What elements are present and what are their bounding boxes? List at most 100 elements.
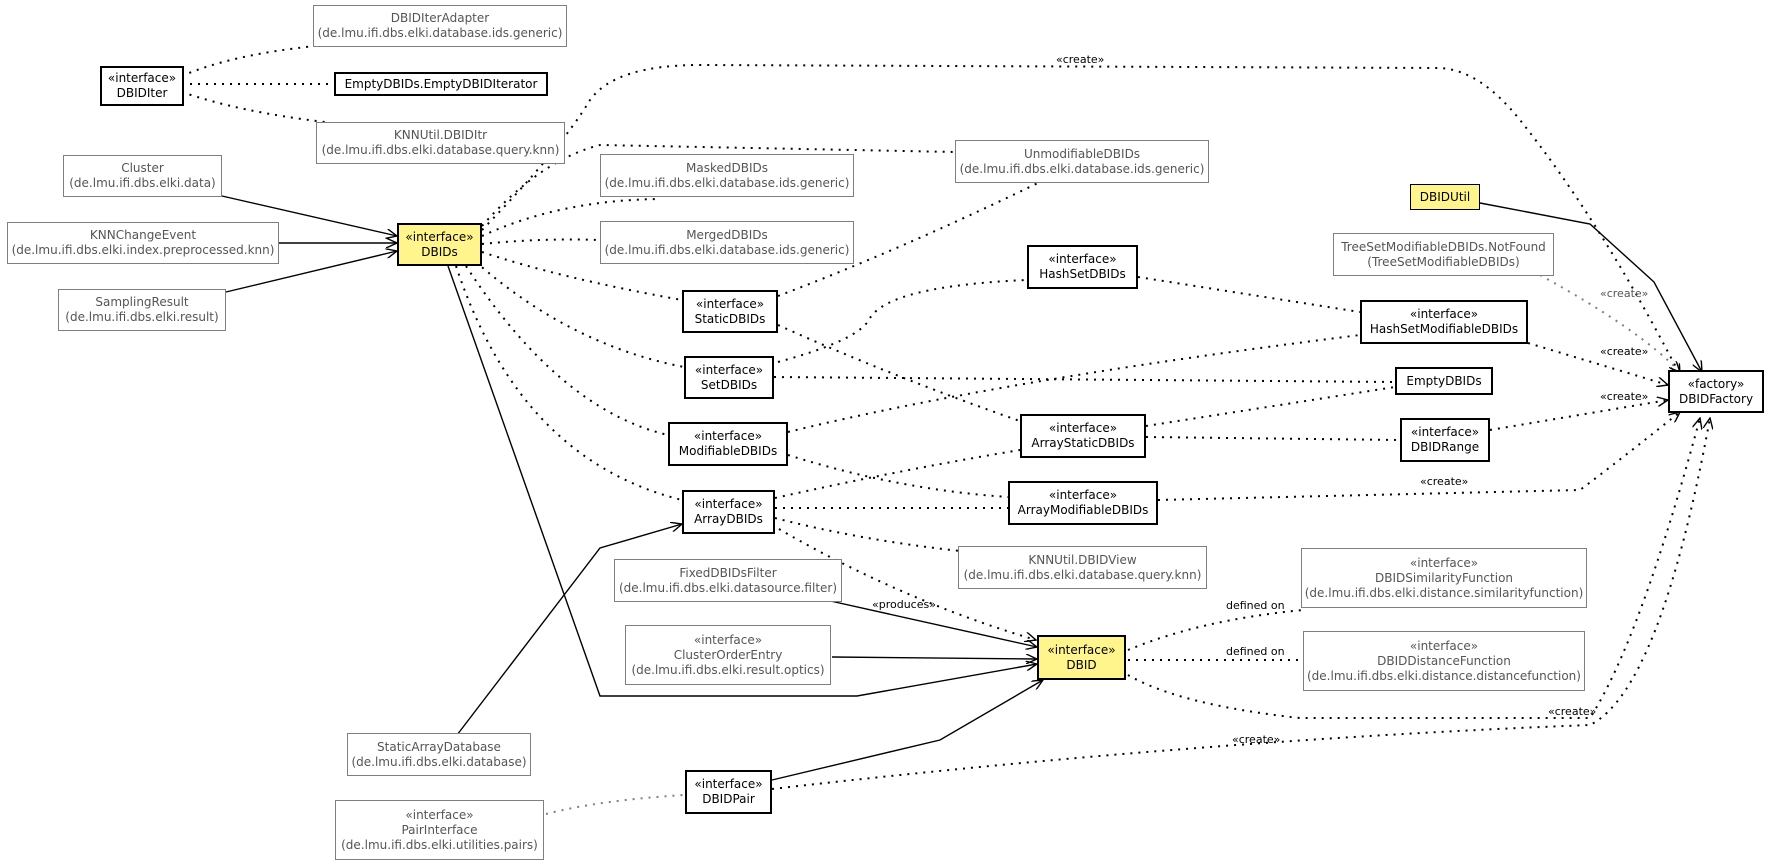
node-mergeddbids[interactable]: MergedDBIDs(de.lmu.ifi.dbs.elki.database… — [600, 221, 854, 264]
node-hashsetdbids[interactable]: «interface»HashSetDBIDs — [1027, 245, 1138, 289]
edge-cluster-dbids — [221, 195, 397, 236]
node-pairinterface[interactable]: «interface»PairInterface(de.lmu.ifi.dbs.… — [335, 800, 544, 860]
node-label-line: (de.lmu.ifi.dbs.elki.database.ids.generi… — [317, 26, 563, 40]
edge-modifiable-arraymod — [787, 454, 1009, 498]
edge-hashset-hashsetmod — [1137, 276, 1361, 313]
edge-dbid-factory — [1127, 418, 1700, 719]
edge-fixedfilter-dbid — [825, 599, 1037, 647]
node-label-line: KNNChangeEvent — [89, 228, 197, 242]
node-setdbids[interactable]: «interface»SetDBIDs — [684, 356, 774, 399]
node-label-line: PairInterface — [401, 822, 478, 837]
edge-array-arraystatic — [774, 449, 1021, 499]
node-dbidutil[interactable]: DBIDUtil — [1410, 184, 1480, 210]
node-maskeddbids[interactable]: MaskedDBIDs(de.lmu.ifi.dbs.elki.database… — [600, 154, 854, 197]
node-knnutil-dbidview[interactable]: KNNUtil.DBIDView(de.lmu.ifi.dbs.elki.dat… — [958, 546, 1207, 589]
node-label-line: SamplingResult — [95, 295, 189, 309]
node-label-line: (de.lmu.ifi.dbs.elki.datasource.filter) — [618, 580, 838, 595]
node-stereotype: «interface» — [1048, 488, 1118, 502]
node-label-line: StaticDBIDs — [694, 311, 766, 326]
node-stereotype: «interface» — [1048, 252, 1117, 266]
node-dbidfactory[interactable]: «factory»DBIDFactory — [1668, 370, 1764, 413]
node-stereotype: «interface» — [695, 296, 765, 311]
node-samplingresult[interactable]: SamplingResult(de.lmu.ifi.dbs.elki.resul… — [58, 289, 226, 331]
edge-set-hashset — [777, 279, 1028, 363]
node-label-line: ArrayModifiableDBIDs — [1017, 503, 1149, 517]
node-dbid[interactable]: «interface»DBID — [1037, 635, 1126, 680]
node-stereotype: «interface» — [1409, 555, 1479, 570]
edge-arraystatic-empty — [1145, 386, 1396, 427]
node-fixeddbidsfilter[interactable]: FixedDBIDsFilter(de.lmu.ifi.dbs.elki.dat… — [614, 559, 842, 602]
node-arraystaticdbids[interactable]: «interface»ArrayStaticDBIDs — [1020, 414, 1146, 458]
node-dbiddistancefunction[interactable]: «interface»DBIDDistanceFunction(de.lmu.i… — [1303, 631, 1585, 691]
node-hashsetmodifiabledbids[interactable]: «interface»HashSetModifiableDBIDs — [1360, 300, 1528, 344]
node-label-line: (de.lmu.ifi.dbs.elki.utilities.pairs) — [341, 837, 538, 852]
node-label-line: (de.lmu.ifi.dbs.elki.database.ids.generi… — [604, 175, 850, 190]
label-create-top: «create» — [1056, 53, 1104, 66]
node-emptydbiditerator[interactable]: EmptyDBIDs.EmptyDBIDIterator — [334, 72, 548, 96]
node-stereotype: «interface» — [1409, 307, 1479, 321]
node-label-line: DBIDUtil — [1419, 189, 1471, 204]
node-stereotype: «interface» — [405, 229, 474, 244]
node-clusterorderentry[interactable]: «interface»ClusterOrderEntry(de.lmu.ifi.… — [625, 625, 831, 685]
edge-dbids-static — [481, 251, 683, 301]
edge-static-arraystatic — [777, 324, 1041, 429]
node-label-line: ArrayDBIDs — [694, 512, 763, 526]
node-emptydbids[interactable]: EmptyDBIDs — [1395, 367, 1493, 395]
node-stereotype: «interface» — [1409, 638, 1479, 653]
label-create-dbidrange: «create» — [1600, 390, 1648, 403]
node-label-line: DBID — [1066, 657, 1097, 672]
label-create-dbidpair: «create» — [1232, 733, 1280, 746]
node-label-line: DBIDIterAdapter — [390, 11, 490, 25]
edge-dbids-modifiable — [465, 265, 669, 436]
node-stereotype: «interface» — [694, 362, 764, 377]
node-label-line: DBIDDistanceFunction — [1377, 653, 1511, 668]
node-cluster[interactable]: Cluster(de.lmu.ifi.dbs.elki.data) — [63, 155, 222, 197]
node-dbiditeradapter[interactable]: DBIDIterAdapter(de.lmu.ifi.dbs.elki.data… — [313, 5, 567, 47]
node-label-line: HashSetDBIDs — [1039, 267, 1126, 281]
edge-arraymod-factory — [1157, 412, 1680, 501]
node-stereotype: «interface» — [694, 497, 763, 511]
node-dbids[interactable]: «interface»DBIDs — [397, 223, 482, 266]
node-dbiditer[interactable]: «interface»DBIDIter — [100, 66, 184, 106]
node-dbidsimilarityfunction[interactable]: «interface»DBIDSimilarityFunction(de.lmu… — [1301, 548, 1587, 608]
node-label-line: UnmodifiableDBIDs — [1023, 146, 1141, 161]
node-arraydbids[interactable]: «interface»ArrayDBIDs — [682, 490, 775, 534]
edge-dbids-create-top — [481, 63, 1681, 375]
node-label-line: (TreeSetModifiableDBIDs) — [1367, 254, 1520, 269]
node-knnchangeevent[interactable]: KNNChangeEvent(de.lmu.ifi.dbs.elki.index… — [7, 222, 279, 264]
edge-array-dbid — [771, 524, 1036, 640]
node-arraymodifiabledbids[interactable]: «interface»ArrayModifiableDBIDs — [1008, 481, 1158, 525]
edge-clusterorder-dbid — [831, 657, 1037, 659]
node-label-line: (de.lmu.ifi.dbs.elki.data) — [69, 176, 216, 190]
node-label-line: DBIDSimilarityFunction — [1374, 570, 1514, 585]
node-staticdbids[interactable]: «interface»StaticDBIDs — [682, 290, 778, 333]
node-label-line: ModifiableDBIDs — [678, 444, 778, 458]
node-label-line: (de.lmu.ifi.dbs.elki.distance.distancefu… — [1307, 668, 1581, 683]
label-create-arraymod: «create» — [1420, 475, 1468, 488]
label-produces: «produces» — [872, 598, 936, 611]
node-label-line: FixedDBIDsFilter — [679, 565, 777, 580]
edge-hashsetmod-factory — [1527, 342, 1668, 385]
edge-arraystatic-dbidrange — [1145, 436, 1401, 441]
node-dbidrange[interactable]: «interface»DBIDRange — [1400, 418, 1490, 462]
node-label-line: (de.lmu.ifi.dbs.elki.distance.similarity… — [1304, 585, 1584, 600]
node-label-line: StaticArrayDatabase — [377, 739, 501, 754]
label-create-treeset: «create» — [1600, 287, 1648, 300]
node-treesetmodifiable-notfound[interactable]: TreeSetModifiableDBIDs.NotFound(TreeSetM… — [1333, 233, 1554, 276]
edge-sampling-dbids — [225, 251, 397, 293]
node-label-line: TreeSetModifiableDBIDs.NotFound — [1341, 239, 1546, 254]
node-modifiabledbids[interactable]: «interface»ModifiableDBIDs — [668, 422, 788, 466]
edge-dbidpair-dbid — [771, 680, 1043, 781]
edge-dbiditer-knnitr — [181, 91, 326, 123]
edge-dbids-masked — [481, 198, 661, 237]
edge-dbidpair-factory — [771, 418, 1710, 790]
node-unmodifiabledbids[interactable]: UnmodifiableDBIDs(de.lmu.ifi.dbs.elki.da… — [955, 140, 1209, 183]
node-knnutil-dbiditr[interactable]: KNNUtil.DBIDItr(de.lmu.ifi.dbs.elki.data… — [316, 122, 565, 164]
node-dbidpair[interactable]: «interface»DBIDPair — [685, 770, 772, 814]
node-label-line: (de.lmu.ifi.dbs.elki.result.optics) — [631, 662, 825, 677]
label-create-dbid: «create» — [1548, 705, 1596, 718]
node-stereotype: «interface» — [405, 807, 474, 822]
node-staticarraydatabase[interactable]: StaticArrayDatabase(de.lmu.ifi.dbs.elki.… — [347, 733, 531, 776]
label-defined-on-dist: defined on — [1226, 645, 1285, 658]
